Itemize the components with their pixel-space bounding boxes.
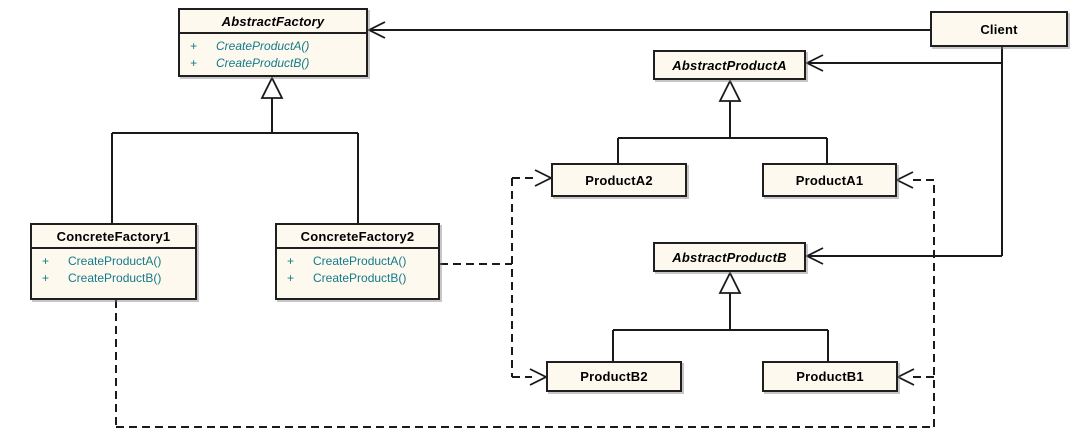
method-signature: CreateProductB() xyxy=(68,271,162,285)
class-name: ProductA2 xyxy=(585,172,653,188)
method-signature: CreateProductA() xyxy=(216,39,310,53)
connector-client-abstractproductb xyxy=(804,247,1002,265)
methods-compartment: + CreateProductA() + CreateProductB() xyxy=(180,34,366,74)
method-signature: CreateProductB() xyxy=(313,271,407,285)
triangle-arrowhead-icon xyxy=(718,78,742,102)
class-box-producta1[interactable]: ProductA1 xyxy=(762,163,897,197)
class-name: Client xyxy=(980,21,1018,37)
class-name: ProductB1 xyxy=(796,369,864,384)
class-box-abstractproductb[interactable]: AbstractProductB xyxy=(653,242,806,272)
method-signature: CreateProductA() xyxy=(68,254,162,268)
class-box-productb2[interactable]: ProductB2 xyxy=(546,361,682,392)
methods-compartment: + CreateProductA() + CreateProductB() xyxy=(32,249,195,289)
open-arrowhead-icon xyxy=(894,171,914,189)
methods-compartment: + CreateProductA() + CreateProductB() xyxy=(277,249,438,289)
connector-generalization-products-b xyxy=(612,270,829,361)
visibility-marker: + xyxy=(287,254,295,268)
open-arrowhead-icon xyxy=(804,54,824,72)
visibility-marker: + xyxy=(190,39,198,53)
open-arrowhead-icon xyxy=(895,368,915,386)
class-name: AbstractProductA xyxy=(672,57,787,73)
visibility-marker: + xyxy=(42,271,50,285)
method-row: + CreateProductB() xyxy=(42,271,189,285)
method-signature: CreateProductB() xyxy=(216,56,310,70)
method-row: + CreateProductA() xyxy=(42,254,189,268)
triangle-arrowhead-icon xyxy=(260,75,284,99)
visibility-marker: + xyxy=(190,56,198,70)
class-name: AbstractProductB xyxy=(672,249,787,265)
method-row: + CreateProductA() xyxy=(287,254,432,268)
method-row: + CreateProductB() xyxy=(287,271,432,285)
visibility-marker: + xyxy=(42,254,50,268)
connector-generalization-products-a xyxy=(617,78,828,163)
connector-generalization-factories xyxy=(111,75,359,223)
class-box-productb1[interactable]: ProductB1 xyxy=(762,361,898,392)
triangle-arrowhead-icon xyxy=(718,270,742,294)
class-box-client[interactable]: Client xyxy=(930,11,1068,47)
class-name: AbstractFactory xyxy=(180,10,366,34)
visibility-marker: + xyxy=(287,271,295,285)
class-name: ProductB2 xyxy=(580,369,648,384)
open-arrowhead-icon xyxy=(804,247,824,265)
method-row: + CreateProductB() xyxy=(190,56,360,70)
connector-client-abstractfactory xyxy=(366,21,930,39)
class-name: ProductA1 xyxy=(795,172,864,188)
method-signature: CreateProductA() xyxy=(313,254,407,268)
open-arrowhead-icon xyxy=(366,21,386,39)
method-row: + CreateProductA() xyxy=(190,39,360,53)
class-box-concretefactory2[interactable]: ConcreteFactory2 + CreateProductA() + Cr… xyxy=(275,223,440,300)
class-box-producta2[interactable]: ProductA2 xyxy=(551,163,687,197)
class-name: ConcreteFactory2 xyxy=(277,225,438,249)
connector-dependency-factory2 xyxy=(440,169,554,386)
class-box-abstractproducta[interactable]: AbstractProductA xyxy=(653,50,806,80)
open-arrowhead-icon xyxy=(529,368,549,386)
class-name: ConcreteFactory1 xyxy=(32,225,195,249)
open-arrowhead-icon xyxy=(534,169,554,187)
connector-client-abstractproducta xyxy=(804,54,1002,72)
connector-dependency-factory1 xyxy=(115,171,935,428)
class-box-concretefactory1[interactable]: ConcreteFactory1 + CreateProductA() + Cr… xyxy=(30,223,197,300)
class-box-abstractfactory[interactable]: AbstractFactory + CreateProductA() + Cre… xyxy=(178,8,368,77)
